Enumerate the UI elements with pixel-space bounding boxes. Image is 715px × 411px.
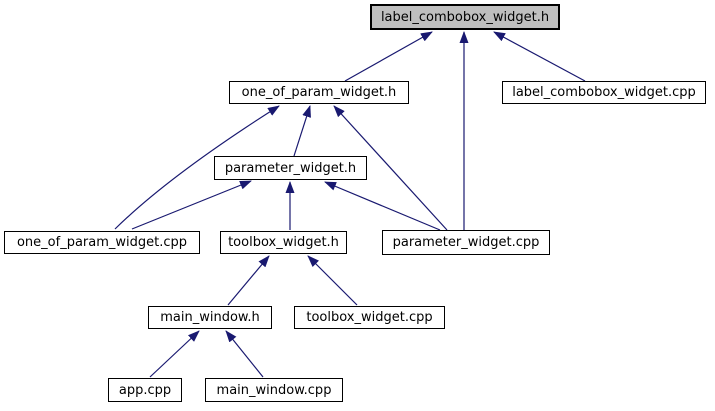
graph-node-parameter_widget.cpp[interactable]: parameter_widget.cpp xyxy=(382,230,550,255)
edge-parameter_widget.cpp-to-one_of_param_widget.h xyxy=(333,105,448,231)
graph-node-app.cpp[interactable]: app.cpp xyxy=(108,378,182,402)
edge-main_window.h-to-toolbox_widget.h xyxy=(227,255,270,306)
graph-node-label_combobox_widget.h: label_combobox_widget.h xyxy=(370,4,560,30)
edge-app.cpp-to-main_window.h xyxy=(149,330,200,378)
edge-one_of_param_widget.h-to-label_combobox_widget.h xyxy=(344,31,433,82)
graph-node-one_of_param_widget.cpp[interactable]: one_of_param_widget.cpp xyxy=(4,231,200,254)
edge-parameter_widget.cpp-to-parameter_widget.h xyxy=(324,181,441,231)
graph-node-toolbox_widget.h[interactable]: toolbox_widget.h xyxy=(220,231,347,254)
edge-label_combobox_widget.cpp-to-label_combobox_widget.h xyxy=(493,31,586,82)
graph-node-parameter_widget.h[interactable]: parameter_widget.h xyxy=(214,156,367,180)
graph-node-one_of_param_widget.h[interactable]: one_of_param_widget.h xyxy=(229,81,409,104)
edge-one_of_param_widget.cpp-to-one_of_param_widget.h xyxy=(114,105,280,230)
graph-node-main_window.cpp[interactable]: main_window.cpp xyxy=(205,378,343,402)
graph-node-main_window.h[interactable]: main_window.h xyxy=(148,306,272,329)
graph-node-label_combobox_widget.cpp[interactable]: label_combobox_widget.cpp xyxy=(502,81,706,104)
edge-toolbox_widget.cpp-to-toolbox_widget.h xyxy=(307,255,358,306)
edge-one_of_param_widget.cpp-to-parameter_widget.h xyxy=(131,180,252,230)
edge-main_window.cpp-to-main_window.h xyxy=(225,330,264,378)
graph-node-toolbox_widget.cpp[interactable]: toolbox_widget.cpp xyxy=(294,306,445,329)
edge-parameter_widget.h-to-one_of_param_widget.h xyxy=(293,105,311,157)
